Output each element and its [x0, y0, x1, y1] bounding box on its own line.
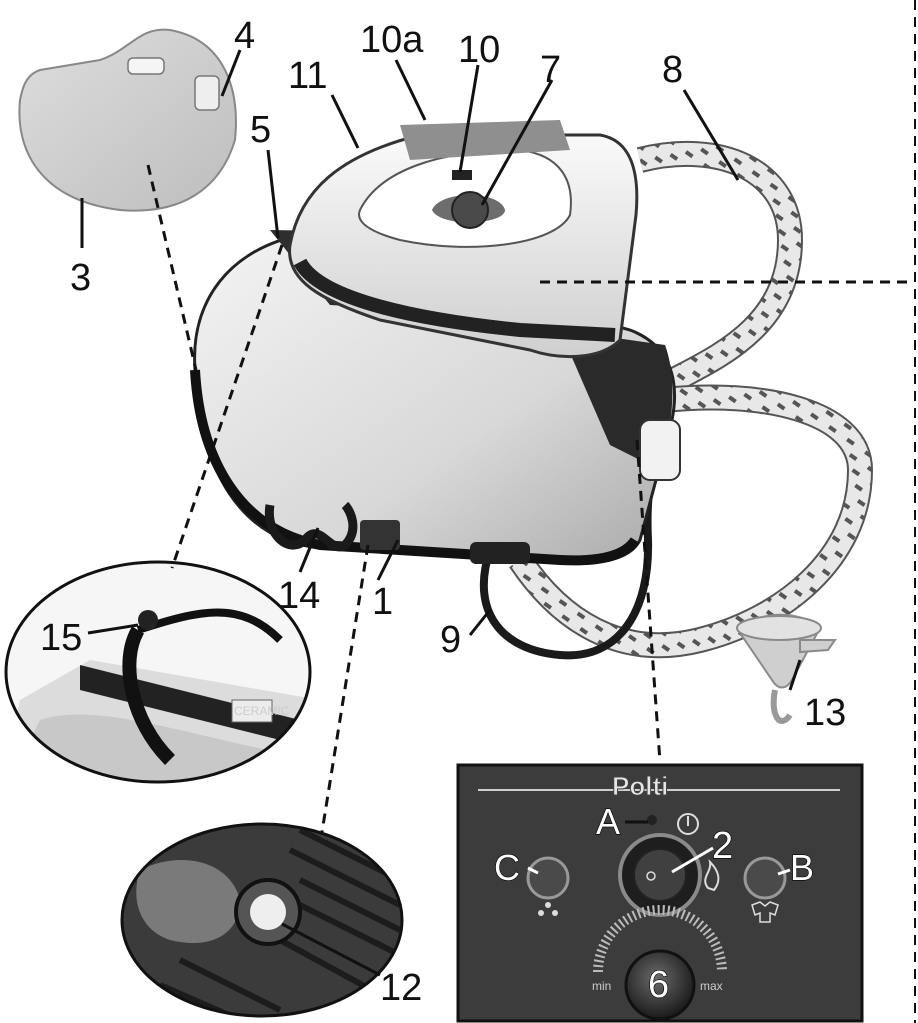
callout-6: 6 [648, 964, 669, 1006]
callout-1: 1 [372, 581, 393, 623]
callout-13: 13 [804, 692, 846, 734]
indicator-light-a [647, 815, 657, 825]
dial-max-label: max [700, 979, 723, 993]
brand-logo: Polti [612, 771, 668, 801]
cable-clips [264, 501, 400, 552]
inset-safety-valve [120, 822, 404, 1018]
callout-12: 12 [380, 967, 422, 1009]
steam-hose [509, 140, 874, 659]
callout-leaders [80, 49, 802, 977]
callout-9: 9 [440, 619, 461, 661]
power-icon [677, 813, 699, 835]
water-drops-icon [538, 902, 558, 916]
callout-4: 4 [234, 15, 255, 57]
steam-regulation-dial-scale [593, 905, 727, 973]
iron [288, 120, 639, 359]
callout-3: 3 [70, 257, 91, 299]
steam-shirt-icon [751, 901, 779, 923]
callout-10: 10 [458, 29, 500, 71]
callout-15: 15 [40, 617, 82, 659]
control-panel-inset: Polti min max [456, 763, 864, 1023]
callout-10a: 10a [360, 19, 424, 61]
dashed-leaders [146, 164, 912, 833]
water-refill-indicator-button[interactable] [526, 856, 570, 900]
callout-2: 2 [712, 825, 733, 867]
inset-cable-guide: CERAMIC [4, 560, 312, 784]
callout-5: 5 [250, 109, 271, 151]
steam-button[interactable] [743, 856, 787, 900]
flame-icon [704, 858, 720, 892]
callout-11: 11 [288, 55, 327, 97]
callout-7: 7 [540, 49, 561, 91]
callout-labels: 1 2 3 4 5 6 7 8 9 10 10a 11 12 13 14 15 … [40, 15, 846, 1009]
callout-c: C [494, 847, 520, 888]
funnel [736, 613, 837, 724]
steam-regulation-knob[interactable] [624, 949, 696, 1021]
ceramic-badge: CERAMIC [234, 704, 290, 718]
callout-b: B [790, 847, 814, 888]
callout-8: 8 [662, 49, 683, 91]
callout-14: 14 [278, 575, 320, 617]
water-tank [18, 28, 237, 212]
dial-min-label: min [592, 979, 611, 993]
callout-a: A [596, 801, 620, 842]
